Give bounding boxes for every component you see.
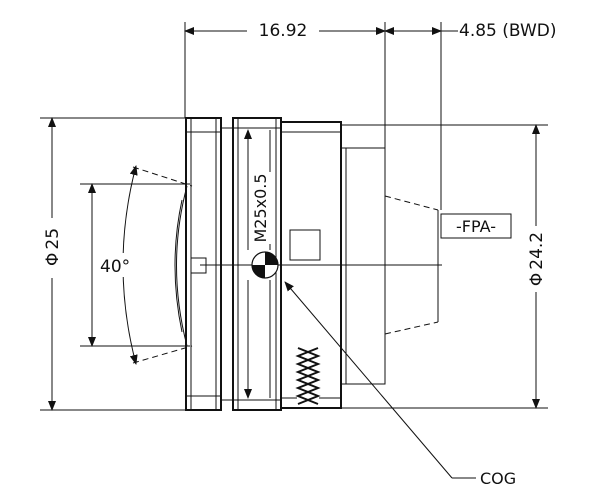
rear-diameter-text: Φ24.2 — [527, 232, 547, 286]
front-lens-element — [176, 185, 188, 347]
rear-diameter-dimension: Φ24.2 — [340, 124, 548, 409]
rear-protrusion-bottom — [384, 321, 439, 335]
length-dimension-text: 16.92 — [259, 21, 308, 41]
field-angle-text: 40° — [100, 257, 130, 277]
field-angle-dimension: 40° — [80, 165, 193, 365]
knurl-pattern — [295, 346, 321, 405]
thread-spec-text: M25x0.5 — [251, 173, 270, 242]
outer-diameter-dimension: Φ25 — [40, 117, 190, 411]
fov-ray-bottom — [132, 345, 193, 364]
front-lens-inner-curve — [174, 199, 183, 333]
cog-marker: COG — [251, 251, 516, 488]
rear-protrusion-top — [384, 195, 439, 211]
cog-leader-line — [284, 281, 453, 479]
fov-ray-top — [132, 166, 193, 187]
fpa-label: -FPA- — [440, 213, 512, 239]
lens-body — [174, 117, 439, 411]
front-ring — [185, 117, 222, 411]
cog-text: COG — [480, 469, 516, 488]
fpa-text: -FPA- — [456, 217, 496, 236]
bwd-dimension-text: 4.85 (BWD) — [459, 21, 556, 41]
barrel-square-mark — [289, 229, 321, 261]
top-dimension-group: 16.92 4.85 (BWD) — [184, 17, 556, 210]
outer-diameter-text: Φ25 — [43, 228, 63, 266]
rear-mount — [340, 147, 386, 385]
